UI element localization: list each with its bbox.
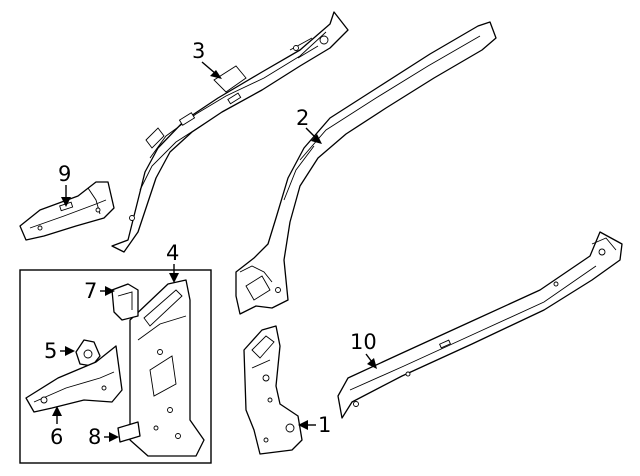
part-4-inner-panel bbox=[129, 279, 205, 457]
callout-8: 8 bbox=[88, 425, 119, 449]
callout-5: 5 bbox=[44, 339, 75, 363]
callout-label-6: 6 bbox=[50, 425, 63, 449]
callout-label-2: 2 bbox=[296, 106, 309, 130]
part-6-reinforcement bbox=[25, 345, 123, 413]
callout-label-8: 8 bbox=[88, 425, 101, 449]
part-5-grommet bbox=[75, 339, 101, 367]
part-7-clip bbox=[111, 283, 139, 321]
callout-2: 2 bbox=[296, 106, 322, 144]
callout-3: 3 bbox=[192, 39, 222, 79]
callout-4: 4 bbox=[166, 241, 179, 283]
callout-label-5: 5 bbox=[44, 339, 57, 363]
part-1-lower-pillar bbox=[243, 325, 303, 455]
callout-7: 7 bbox=[84, 279, 115, 303]
part-8-patch bbox=[117, 421, 141, 443]
part-3-roof-rail bbox=[111, 11, 349, 253]
callout-label-9: 9 bbox=[58, 162, 71, 186]
part-10-rocker bbox=[337, 231, 623, 419]
inset-frame bbox=[19, 269, 212, 464]
callout-9: 9 bbox=[58, 162, 71, 207]
callout-10: 10 bbox=[350, 330, 377, 369]
part-9-bracket bbox=[19, 181, 115, 241]
callout-label-7: 7 bbox=[84, 279, 97, 303]
callout-6: 6 bbox=[50, 406, 63, 449]
callout-label-1: 1 bbox=[318, 413, 331, 437]
callout-label-4: 4 bbox=[166, 241, 179, 265]
callout-label-10: 10 bbox=[350, 330, 377, 354]
callout-label-3: 3 bbox=[192, 39, 205, 63]
callout-1: 1 bbox=[298, 413, 331, 437]
